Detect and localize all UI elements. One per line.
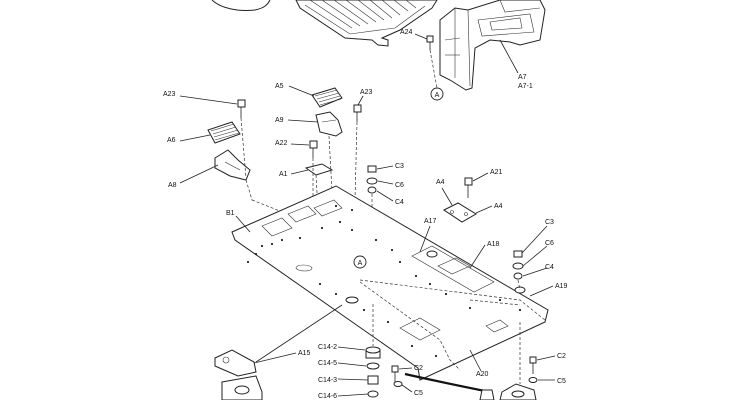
label-c14-2: C14-2 — [318, 344, 337, 351]
label-a5: A5 — [275, 83, 284, 90]
label-c14-5: C14-5 — [318, 360, 337, 367]
label-a15: A15 — [298, 350, 311, 357]
label-c14-6: C14-6 — [318, 393, 337, 400]
label-c14-3: C14-3 — [318, 377, 337, 384]
part-labels: A24 A7 A7-1 A23 A5 A23 A9 A6 A22 A1 A8 C… — [163, 29, 568, 400]
label-c6-top: C6 — [395, 182, 404, 189]
label-a18: A18 — [487, 241, 500, 248]
label-a4-upper: A4 — [436, 179, 445, 186]
reference-marker-mid: A — [353, 255, 367, 269]
bolt-a21-part — [464, 177, 473, 198]
damper-c14-stack-part — [365, 304, 381, 398]
label-a23-right: A23 — [360, 89, 373, 96]
label-a17: A17 — [424, 218, 437, 225]
label-a4-lower: A4 — [494, 203, 503, 210]
leader-lines — [179, 33, 556, 397]
label-c5-right: C5 — [557, 378, 566, 385]
label-a20: A20 — [476, 371, 489, 378]
bolt-c2-right-part — [529, 356, 537, 374]
plate-a1-part — [304, 163, 334, 176]
label-a7-1: A7-1 — [518, 83, 533, 90]
label-a22: A22 — [275, 140, 288, 147]
label-c3-top: C3 — [395, 163, 404, 170]
label-a6: A6 — [167, 137, 176, 144]
label-c3-right: C3 — [545, 219, 554, 226]
bracket-a7-part — [439, 0, 546, 91]
reference-marker-mid-label: A — [358, 260, 363, 267]
label-c6-right: C6 — [545, 240, 554, 247]
top-cover-part — [211, 0, 271, 11]
label-a19: A19 — [555, 283, 568, 290]
fastener-stack-right-part — [512, 250, 524, 291]
reference-marker-top-label: A — [435, 92, 440, 99]
label-b1: B1 — [226, 210, 235, 217]
pedal-arm-a8-part — [214, 149, 251, 181]
label-c2-right: C2 — [557, 353, 566, 360]
label-c4-top: C4 — [395, 199, 404, 206]
bolt-a23-right-part — [353, 104, 362, 122]
mount-right-part — [499, 322, 537, 400]
label-c5-left: C5 — [414, 390, 423, 397]
mount-a15-part — [214, 349, 263, 400]
mount-mid-part — [479, 389, 495, 400]
label-a21: A21 — [490, 169, 503, 176]
label-a7: A7 — [518, 74, 527, 81]
label-a8: A8 — [168, 182, 177, 189]
label-a24: A24 — [400, 29, 413, 36]
bolt-a23-left-part — [237, 99, 246, 118]
washer-c5-left-part — [393, 381, 403, 387]
floor-mat-part — [295, 0, 438, 47]
label-a9: A9 — [275, 117, 284, 124]
label-a1: A1 — [279, 171, 288, 178]
bolt-a24-part — [426, 35, 438, 89]
washer-c5-right-part — [528, 377, 538, 383]
pedal-arm-a9-part — [315, 111, 343, 137]
bracket-a4-part — [443, 202, 477, 223]
label-c2-left: C2 — [414, 365, 423, 372]
reference-marker-top: A — [430, 87, 444, 101]
pedal-a6-part — [207, 121, 241, 144]
label-c4-right: C4 — [545, 264, 554, 271]
pedal-a5-part — [311, 87, 343, 108]
label-a23-left: A23 — [163, 91, 176, 98]
floor-plate-b1-part — [231, 185, 549, 381]
bolt-a22-part — [309, 140, 318, 158]
